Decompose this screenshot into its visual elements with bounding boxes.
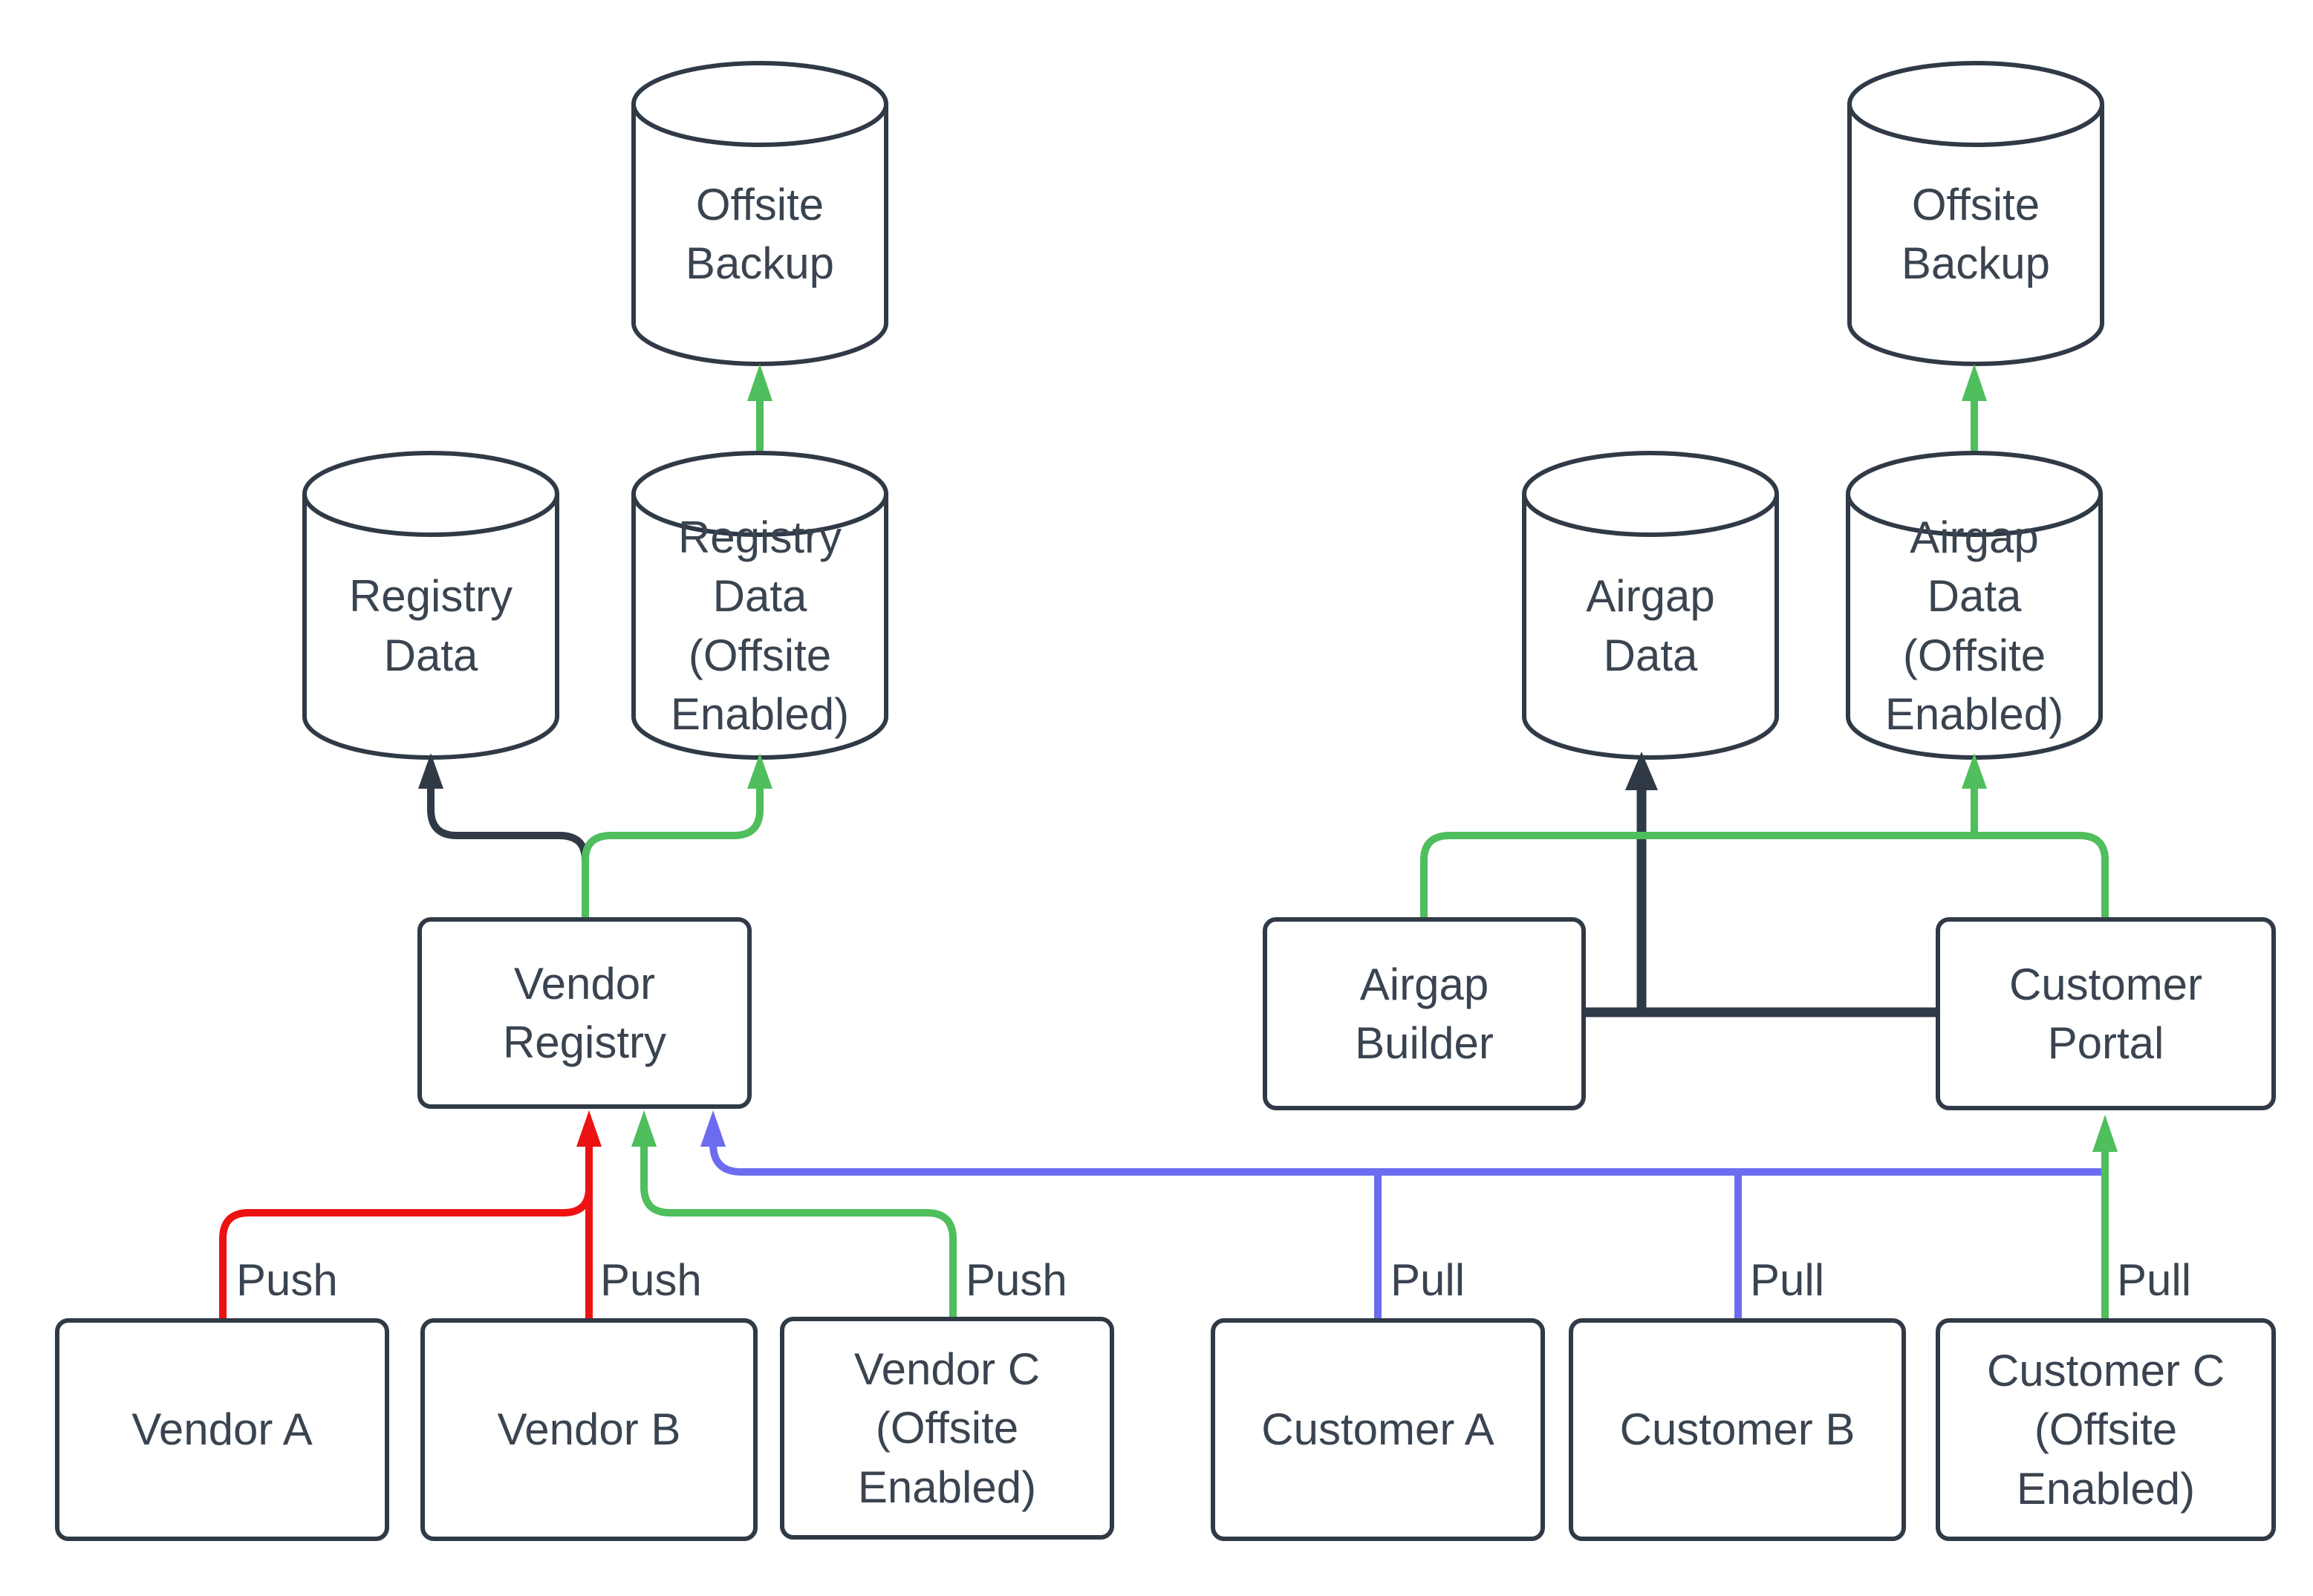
cylinder-offsite-backup-right bbox=[1847, 61, 2104, 366]
pull-label-customer-b: Pull bbox=[1750, 1255, 1825, 1305]
customer-a-node: Customer A bbox=[1211, 1318, 1545, 1541]
arrowhead-push-red bbox=[576, 1110, 602, 1147]
arrowhead-registry-data bbox=[418, 753, 443, 789]
arrowhead-push-green bbox=[631, 1110, 657, 1147]
pull-label-customer-c: Pull bbox=[2117, 1255, 2192, 1305]
airgap-builder-node: Airgap Builder bbox=[1263, 917, 1586, 1110]
cylinder-offsite-backup-left bbox=[631, 61, 888, 366]
vendor-a-node: Vendor A bbox=[55, 1318, 389, 1541]
edge-vendor-registry-to-registry-data bbox=[427, 787, 589, 917]
arrowhead-registry-data-offsite bbox=[747, 753, 772, 789]
arrowhead-offsite-backup-left bbox=[747, 364, 772, 401]
cylinder-airgap-data-offsite bbox=[1846, 451, 2103, 760]
cylinder-airgap-data bbox=[1522, 451, 1779, 760]
arrowhead-offsite-backup-right bbox=[1962, 364, 1987, 401]
customer-b-node: Customer B bbox=[1569, 1318, 1906, 1541]
push-label-vendor-b: Push bbox=[600, 1255, 702, 1305]
edge-pull-bus bbox=[709, 1143, 2108, 1176]
customer-c-node: Customer C (Offsite Enabled) bbox=[1936, 1318, 2276, 1541]
arrowhead-pull-blue bbox=[700, 1110, 726, 1147]
vendor-b-node: Vendor B bbox=[420, 1318, 758, 1541]
arrowhead-airgap-data bbox=[1625, 752, 1658, 790]
edge-vendor-registry-to-registry-data-offsite bbox=[582, 789, 764, 917]
vendor-c-node: Vendor C (Offsite Enabled) bbox=[780, 1317, 1114, 1540]
push-label-vendor-c: Push bbox=[966, 1255, 1067, 1305]
edge-vendor-c-push bbox=[640, 1145, 957, 1319]
arrowhead-airgap-data-offsite bbox=[1962, 753, 1987, 789]
cylinder-registry-data-offsite bbox=[631, 451, 888, 760]
push-label-vendor-a: Push bbox=[236, 1255, 338, 1305]
vendor-registry-node: Vendor Registry bbox=[417, 917, 752, 1109]
cylinder-registry-data bbox=[302, 451, 559, 760]
edge-builder-portal-green-bus bbox=[1420, 832, 2109, 919]
pull-label-customer-a: Pull bbox=[1390, 1255, 1465, 1305]
customer-portal-node: Customer Portal bbox=[1936, 917, 2276, 1110]
arrowhead-customer-portal bbox=[2092, 1115, 2118, 1152]
